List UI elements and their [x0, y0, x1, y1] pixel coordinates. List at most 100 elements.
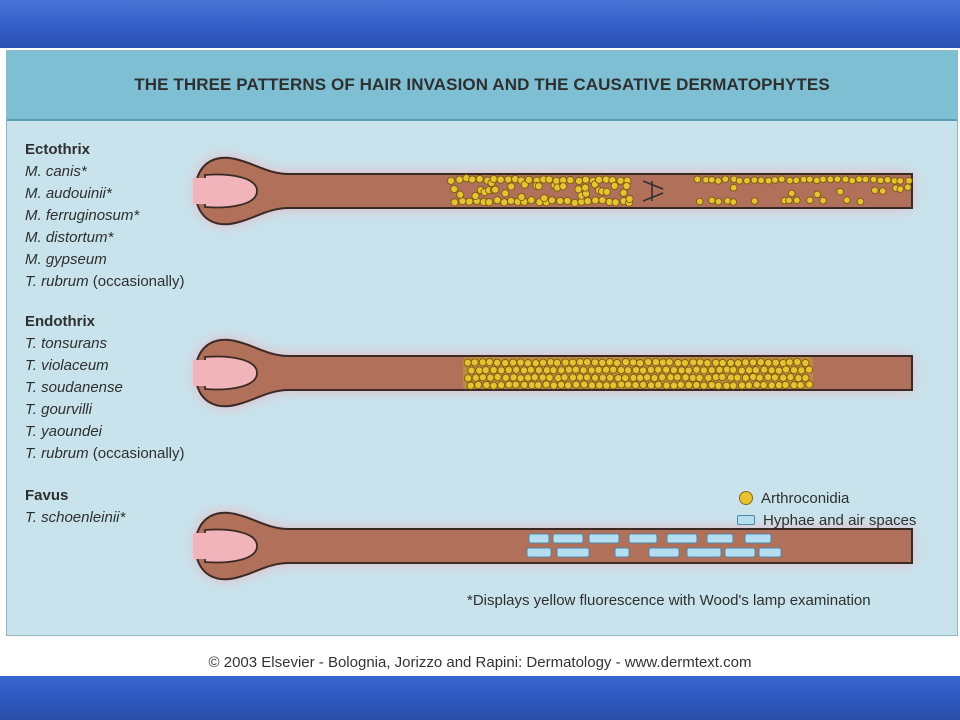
arthroconidium	[680, 358, 689, 368]
organism-name: T. gourvilli	[25, 401, 92, 418]
arthroconidium	[752, 380, 761, 389]
arthroconidium	[861, 175, 870, 184]
arthroconidium	[718, 372, 727, 382]
arthroconidium	[511, 380, 520, 389]
arthroconidium	[793, 196, 801, 205]
arthroconidium	[718, 358, 727, 368]
arthroconidium	[590, 358, 600, 367]
arthroconidium	[556, 196, 565, 206]
arthroconidium	[764, 373, 773, 382]
arthroconidium	[624, 366, 633, 375]
arthroconidium	[501, 373, 510, 382]
arthroconidium	[561, 358, 570, 367]
legend-item-arthroconidia: Arthroconidia	[737, 487, 916, 509]
organism-name: M. ferruginosum*	[25, 207, 140, 224]
organism-name: T. violaceum	[25, 357, 109, 374]
organism-item: T. rubrum (occasionally)	[25, 443, 185, 465]
arthroconidium	[755, 373, 764, 382]
arthroconidium	[456, 190, 465, 199]
arthroconidium	[512, 365, 521, 374]
arthroconidium	[733, 373, 742, 382]
arthroconidia-swatch-icon	[739, 491, 753, 505]
arthroconidium	[794, 374, 803, 383]
arthroconidium	[523, 373, 532, 382]
hair-bulb-notch	[204, 528, 258, 564]
arthroconidium	[777, 175, 786, 183]
arthroconidium	[632, 365, 641, 375]
arthroconidium	[520, 380, 529, 389]
arthroconidium	[904, 183, 912, 191]
organism-item: T. soudanense	[25, 377, 185, 399]
arthroconidium	[793, 357, 802, 367]
arthroconidium	[485, 198, 494, 207]
arthroconidium	[848, 176, 856, 185]
favus-list: Favus T. schoenleinii*	[25, 485, 125, 529]
organism-name: M. audouinii*	[25, 185, 112, 202]
arthroconidium	[594, 365, 603, 374]
arthroconidium	[876, 176, 885, 185]
arthroconidium	[470, 358, 479, 367]
hyphae-swatch-icon	[737, 515, 755, 525]
arthroconidium	[497, 366, 506, 375]
arthroconidium	[450, 198, 459, 207]
arthroconidium	[545, 175, 554, 184]
arthroconidium	[756, 358, 765, 367]
hypha-segment	[758, 547, 782, 558]
arthroconidium	[729, 381, 738, 390]
arthroconidium	[560, 373, 569, 382]
arthroconidium	[572, 380, 581, 389]
arthroconidium	[574, 176, 584, 185]
hypha-segment	[528, 533, 550, 544]
arthroconidium	[767, 366, 776, 375]
arthroconidium	[464, 374, 473, 383]
arthroconidium	[506, 196, 516, 205]
arthroconidium	[564, 381, 573, 390]
arthroconidium	[591, 196, 600, 205]
top-blue-band	[0, 0, 960, 48]
arthroconidium	[595, 381, 604, 390]
arthroconidium	[721, 175, 730, 183]
arthroconidium	[581, 183, 590, 192]
arthroconidium	[729, 198, 738, 206]
arthroconidium	[520, 366, 529, 375]
arthroconidium	[658, 373, 667, 382]
arthroconidium	[696, 358, 705, 367]
arthroconidium	[466, 381, 475, 390]
arthroconidium	[602, 187, 611, 196]
arthroconidium	[538, 373, 547, 382]
arthroconidium	[563, 196, 572, 205]
hypha-segment	[552, 533, 584, 544]
arthroconidium	[542, 366, 551, 375]
arthroconidium	[570, 198, 579, 207]
arthroconidium	[711, 358, 720, 367]
arthroconidium	[804, 365, 814, 374]
arthroconidium	[779, 373, 788, 382]
arthroconidium	[547, 196, 557, 205]
arthroconidium	[446, 176, 456, 185]
arthroconidium	[605, 358, 614, 367]
arthroconidium	[526, 365, 535, 374]
arthroconidium	[662, 381, 671, 390]
organism-name: T. schoenleinii*	[25, 509, 126, 526]
arthroconidium	[704, 373, 713, 382]
arthroconidium	[568, 373, 577, 382]
arthroconidium	[493, 196, 502, 205]
arthroconidium	[799, 175, 808, 184]
legend-label: Hyphae and air spaces	[763, 511, 917, 529]
arthroconidium	[486, 373, 495, 382]
arthroconidium	[587, 381, 596, 390]
arthroconidium	[676, 380, 685, 389]
arthroconidium	[583, 358, 592, 367]
arthroconidium	[467, 366, 476, 375]
arthroconidium	[516, 374, 525, 383]
arthroconidium	[468, 175, 477, 184]
arthroconidium	[703, 359, 712, 368]
arthroconidium	[644, 357, 653, 367]
organism-item: T. schoenleinii*	[25, 507, 125, 529]
arthroconidium	[553, 358, 562, 367]
legend: Arthroconidia Hyphae and air spaces	[737, 487, 916, 531]
arthroconidium	[896, 185, 905, 193]
ectothrix-list: Ectothrix M. canis* M. audouinii* M. fer…	[25, 139, 185, 293]
bottom-blue-band	[0, 676, 960, 720]
hypha-segment	[556, 547, 590, 558]
